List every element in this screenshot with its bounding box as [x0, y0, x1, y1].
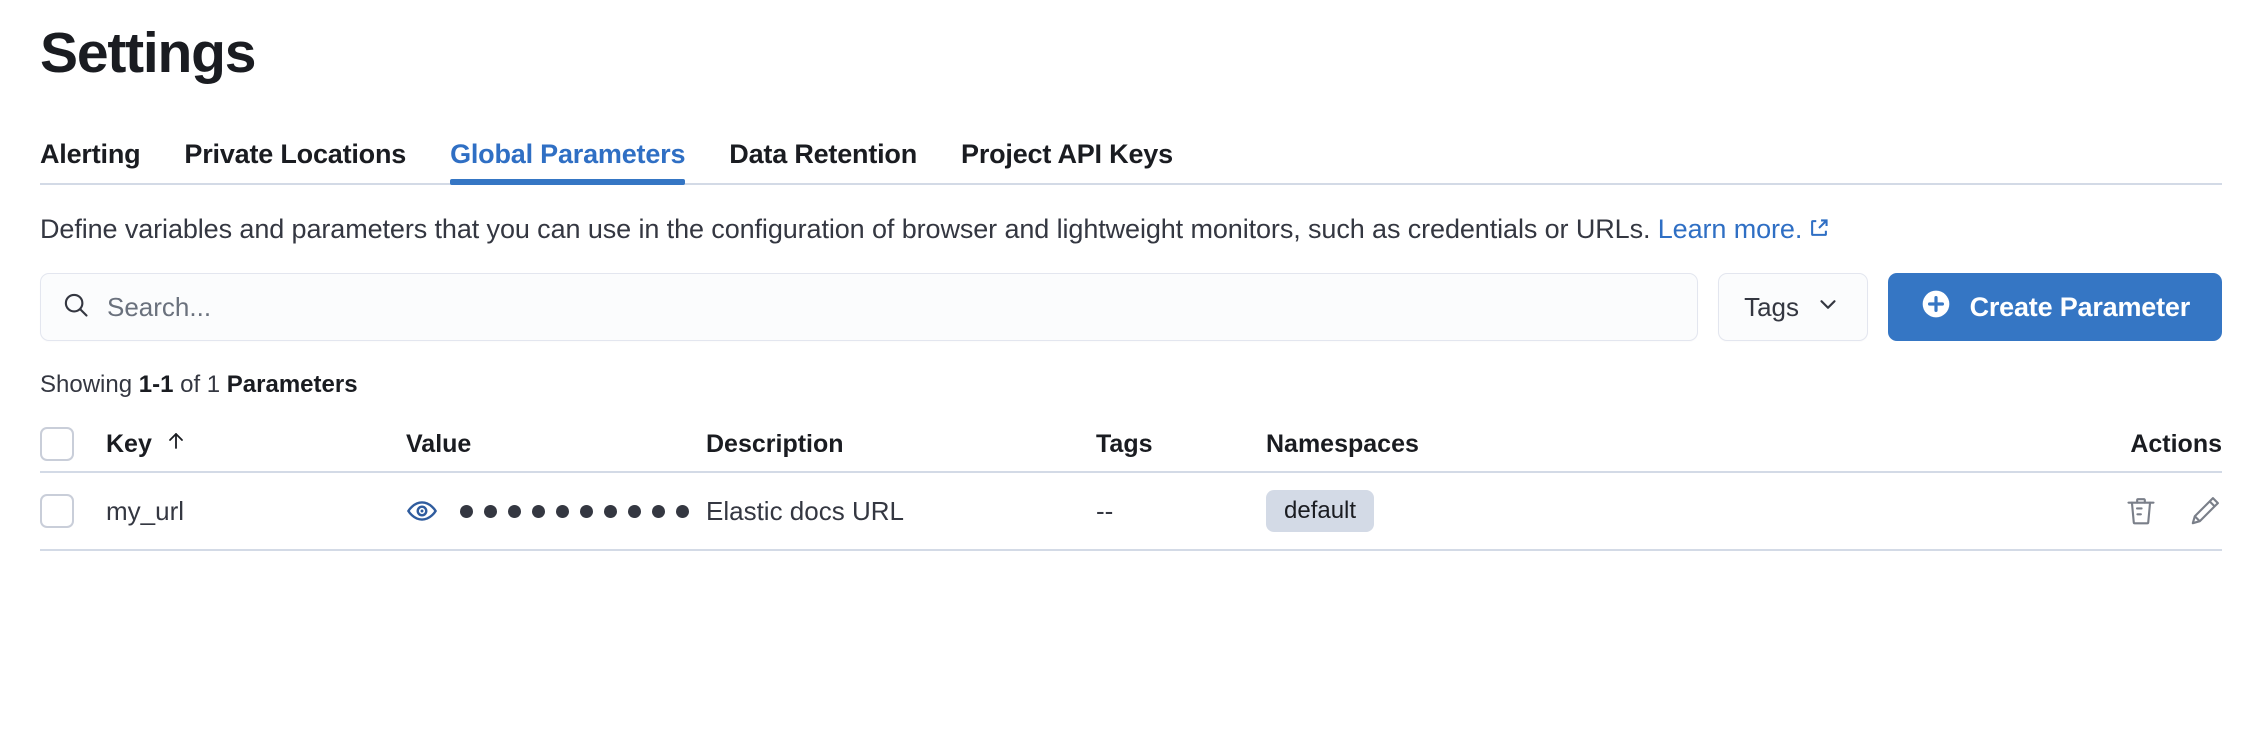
column-header-tags-label: Tags	[1096, 429, 1153, 458]
pencil-icon[interactable]	[2188, 494, 2222, 528]
masked-dot	[460, 504, 473, 518]
masked-dot	[676, 504, 689, 518]
column-header-description: Description	[706, 430, 1096, 459]
masked-dot	[628, 504, 641, 518]
column-header-namespaces-label: Namespaces	[1266, 429, 1419, 458]
search-icon	[61, 290, 91, 325]
masked-value-dots	[460, 504, 689, 518]
select-all-checkbox[interactable]	[40, 427, 74, 462]
tab-data-retention[interactable]: Data Retention	[729, 138, 918, 169]
cell-value	[406, 495, 706, 527]
description-body: Define variables and parameters that you…	[40, 213, 1658, 244]
trash-icon[interactable]	[2124, 494, 2158, 528]
description-text: Define variables and parameters that you…	[40, 212, 2222, 248]
column-header-actions: Actions	[2062, 430, 2222, 459]
controls-row: Search... Tags Create Parameter	[40, 273, 2222, 342]
cell-description: Elastic docs URL	[706, 495, 904, 526]
search-placeholder: Search...	[107, 291, 212, 322]
settings-tabs: Alerting Private Locations Global Parame…	[40, 127, 2222, 185]
tags-filter-label: Tags	[1744, 291, 1800, 322]
select-all-cell	[40, 427, 106, 462]
tab-alerting[interactable]: Alerting	[40, 138, 141, 169]
chevron-down-icon	[1815, 291, 1841, 324]
masked-dot	[532, 504, 545, 518]
tags-filter-button[interactable]: Tags	[1717, 273, 1868, 342]
cell-key: my_url	[106, 495, 185, 526]
cell-namespaces: default	[1266, 490, 2062, 533]
masked-dot	[604, 504, 617, 518]
tab-global-parameters[interactable]: Global Parameters	[450, 139, 686, 185]
results-prefix: Showing	[40, 371, 139, 399]
parameters-table: Key Value Description Tags Namespaces	[40, 417, 2222, 552]
tab-project-api-keys[interactable]: Project API Keys	[961, 138, 1173, 169]
row-select-checkbox[interactable]	[40, 494, 74, 529]
tab-private-locations[interactable]: Private Locations	[184, 138, 407, 169]
search-input[interactable]: Search...	[40, 273, 1698, 342]
cell-actions	[2062, 494, 2222, 528]
results-noun: Parameters	[226, 371, 358, 399]
results-middle: of 1	[173, 371, 227, 399]
results-range: 1-1	[138, 371, 174, 399]
table-row: my_url Elastic docs URL -- default	[40, 473, 2222, 552]
namespace-badge: default	[1266, 490, 1375, 533]
page-title: Settings	[40, 21, 256, 85]
external-link-icon[interactable]	[1808, 213, 1830, 248]
create-parameter-label: Create Parameter	[1969, 291, 2191, 322]
plus-circle-icon	[1920, 288, 1952, 327]
column-header-value-label: Value	[406, 429, 472, 458]
row-select-cell	[40, 494, 106, 529]
eye-icon[interactable]	[406, 495, 438, 527]
column-header-tags: Tags	[1096, 430, 1266, 459]
learn-more-link[interactable]: Learn more.	[1657, 213, 1803, 244]
masked-dot	[580, 504, 593, 518]
masked-dot	[556, 504, 569, 518]
column-header-namespaces: Namespaces	[1266, 430, 2062, 459]
results-summary: Showing 1-1 of 1 Parameters	[40, 371, 2222, 399]
column-header-actions-label: Actions	[2130, 429, 2222, 458]
column-header-key-label: Key	[106, 429, 152, 458]
arrow-up-icon	[164, 429, 188, 460]
masked-dot	[484, 504, 497, 518]
masked-dot	[508, 504, 521, 518]
masked-dot	[652, 504, 665, 518]
column-header-value: Value	[406, 430, 706, 459]
column-header-key[interactable]: Key	[106, 429, 406, 460]
create-parameter-button[interactable]: Create Parameter	[1887, 273, 2222, 342]
table-header-row: Key Value Description Tags Namespaces	[40, 417, 2222, 474]
column-header-description-label: Description	[706, 429, 844, 458]
cell-tags: --	[1096, 495, 1114, 526]
